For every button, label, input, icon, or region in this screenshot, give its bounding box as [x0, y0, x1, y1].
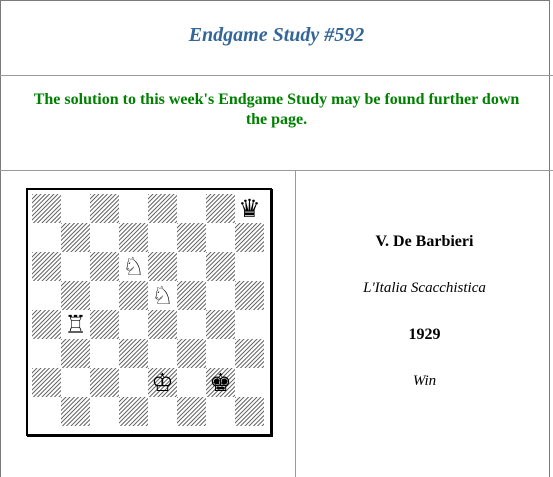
square-d4 — [119, 310, 148, 339]
black-queen-icon: ♛ — [235, 194, 264, 223]
square-b3 — [61, 339, 90, 368]
problem-author: V. De Barbieri — [296, 233, 553, 251]
square-b8 — [61, 194, 90, 223]
square-c1 — [90, 397, 119, 426]
square-e1 — [148, 397, 177, 426]
square-h8: ♛ — [235, 194, 264, 223]
square-c7 — [90, 223, 119, 252]
square-g2: ♚ — [206, 368, 235, 397]
square-c5 — [90, 281, 119, 310]
column-divider — [295, 171, 296, 477]
square-g1 — [206, 397, 235, 426]
problem-source: L'Italia Scacchistica — [296, 280, 553, 297]
study-title: Endgame Study #592 — [0, 24, 553, 47]
square-d2 — [119, 368, 148, 397]
square-h7 — [235, 223, 264, 252]
piece-glyph: ♖ — [64, 310, 86, 339]
square-e7 — [148, 223, 177, 252]
square-b6 — [61, 252, 90, 281]
square-g4 — [206, 310, 235, 339]
square-e3 — [148, 339, 177, 368]
square-c2 — [90, 368, 119, 397]
square-b7 — [61, 223, 90, 252]
white-rook-icon: ♖ — [61, 310, 90, 339]
square-f7 — [177, 223, 206, 252]
square-e4 — [148, 310, 177, 339]
square-h4 — [235, 310, 264, 339]
square-e8 — [148, 194, 177, 223]
square-h1 — [235, 397, 264, 426]
square-g6 — [206, 252, 235, 281]
square-a4 — [32, 310, 61, 339]
square-e2: ♔ — [148, 368, 177, 397]
white-king-icon: ♔ — [148, 368, 177, 397]
square-f6 — [177, 252, 206, 281]
white-knight-icon: ♘ — [148, 281, 177, 310]
chessboard-diagram: ♛ ♘♘ ♖ ♔ ♚ — [26, 188, 272, 436]
square-b1 — [61, 397, 90, 426]
title-cell: Endgame Study #592 — [0, 0, 553, 76]
square-h2 — [235, 368, 264, 397]
square-a1 — [32, 397, 61, 426]
square-d1 — [119, 397, 148, 426]
square-d8 — [119, 194, 148, 223]
square-f1 — [177, 397, 206, 426]
chessboard: ♛ ♘♘ ♖ ♔ ♚ — [32, 194, 264, 426]
square-a6 — [32, 252, 61, 281]
square-c8 — [90, 194, 119, 223]
square-d6: ♘ — [119, 252, 148, 281]
square-d3 — [119, 339, 148, 368]
square-d7 — [119, 223, 148, 252]
square-a7 — [32, 223, 61, 252]
square-e6 — [148, 252, 177, 281]
square-a8 — [32, 194, 61, 223]
white-knight-icon: ♘ — [119, 252, 148, 281]
solution-notice: The solution to this week's Endgame Stud… — [25, 90, 528, 130]
square-a2 — [32, 368, 61, 397]
square-a3 — [32, 339, 61, 368]
problem-result: Win — [296, 373, 553, 390]
piece-glyph: ♛ — [238, 194, 260, 223]
square-f8 — [177, 194, 206, 223]
piece-glyph: ♘ — [151, 281, 173, 310]
square-b2 — [61, 368, 90, 397]
square-g3 — [206, 339, 235, 368]
square-f5 — [177, 281, 206, 310]
piece-glyph: ♘ — [122, 252, 144, 281]
square-b4: ♖ — [61, 310, 90, 339]
square-f2 — [177, 368, 206, 397]
problem-year: 1929 — [296, 326, 553, 344]
square-c6 — [90, 252, 119, 281]
piece-glyph: ♔ — [151, 368, 173, 397]
square-h6 — [235, 252, 264, 281]
square-f4 — [177, 310, 206, 339]
black-king-icon: ♚ — [206, 368, 235, 397]
square-g5 — [206, 281, 235, 310]
square-h5 — [235, 281, 264, 310]
square-a5 — [32, 281, 61, 310]
piece-glyph: ♚ — [209, 368, 231, 397]
square-c3 — [90, 339, 119, 368]
square-g8 — [206, 194, 235, 223]
square-h3 — [235, 339, 264, 368]
square-c4 — [90, 310, 119, 339]
notice-cell: The solution to this week's Endgame Stud… — [0, 76, 553, 171]
square-e5: ♘ — [148, 281, 177, 310]
square-d5 — [119, 281, 148, 310]
square-f3 — [177, 339, 206, 368]
square-b5 — [61, 281, 90, 310]
square-g7 — [206, 223, 235, 252]
